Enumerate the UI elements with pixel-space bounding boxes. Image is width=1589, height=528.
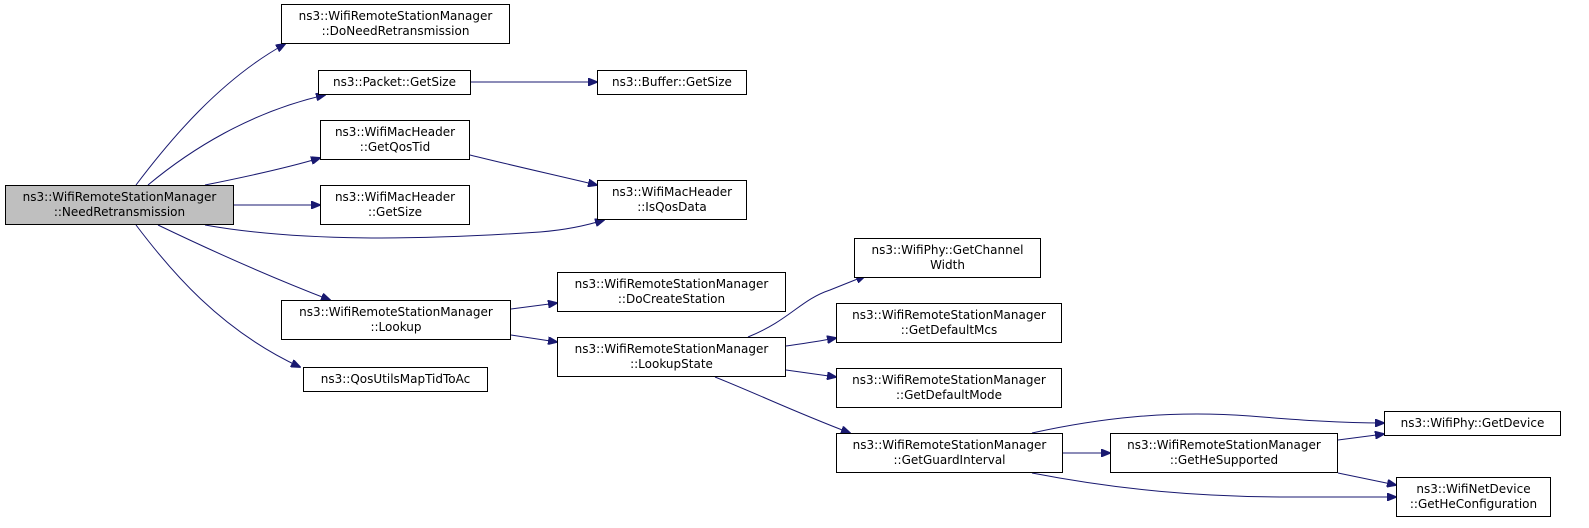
edge-hesupported-to-heconfig <box>1337 472 1396 485</box>
edge-hesupported-to-phy-getdevice <box>1337 434 1384 441</box>
edge-guardinterval-to-phy-getdevice <box>1031 413 1384 434</box>
node-do-need-retransmission[interactable]: ns3::WifiRemoteStationManager ::DoNeedRe… <box>281 4 510 44</box>
node-lookup-state[interactable]: ns3::WifiRemoteStationManager ::LookupSt… <box>557 337 786 377</box>
edge-guardinterval-to-heconfig <box>1031 472 1396 497</box>
edge-needretransmission-to-isqosdata <box>204 220 604 239</box>
node-buffer-getsize-line1: ns3::Buffer::GetSize <box>612 75 732 89</box>
node-macheader-isqosdata[interactable]: ns3::WifiMacHeader ::IsQosData <box>597 180 747 220</box>
node-lookup-line2: ::Lookup <box>370 320 422 334</box>
edge-lookupstate-to-getchannelwidth <box>747 276 865 338</box>
node-macheader-getqostid-line2: ::GetQosTid <box>359 140 431 154</box>
node-lookup[interactable]: ns3::WifiRemoteStationManager ::Lookup <box>281 300 511 340</box>
edge-lookupstate-to-getdefaultmcs <box>785 338 836 347</box>
node-do-create-station-line1: ns3::WifiRemoteStationManager <box>574 277 769 291</box>
edge-lookup-to-lookupstate <box>510 334 557 342</box>
edge-needretransmission-to-getqostid <box>204 158 320 186</box>
node-phy-getchannelwidth[interactable]: ns3::WifiPhy::GetChannel Width <box>854 238 1041 278</box>
edge-needretransmission-to-qosutils <box>135 224 300 367</box>
node-get-default-mode[interactable]: ns3::WifiRemoteStationManager ::GetDefau… <box>836 368 1062 408</box>
edge-needretransmission-to-doneedretransmission <box>135 44 285 186</box>
node-get-default-mcs[interactable]: ns3::WifiRemoteStationManager ::GetDefau… <box>836 303 1062 343</box>
edge-getqostid-to-isqosdata <box>469 154 597 185</box>
node-get-default-mcs-line2: ::GetDefaultMcs <box>900 323 998 337</box>
node-netdevice-getheconfig-line2: ::GetHeConfiguration <box>1409 497 1538 511</box>
node-get-guard-interval-line2: ::GetGuardInterval <box>893 453 1006 467</box>
node-netdevice-getheconfiguration[interactable]: ns3::WifiNetDevice ::GetHeConfiguration <box>1396 477 1551 517</box>
node-need-retransmission-line2: ::NeedRetransmission <box>53 205 186 219</box>
node-macheader-getsize-line1: ns3::WifiMacHeader <box>334 190 456 204</box>
node-get-guard-interval[interactable]: ns3::WifiRemoteStationManager ::GetGuard… <box>836 433 1063 473</box>
node-phy-getchannelwidth-line2: Width <box>930 258 965 272</box>
node-macheader-getqostid-line1: ns3::WifiMacHeader <box>334 125 456 139</box>
node-do-create-station-line2: ::DoCreateStation <box>617 292 726 306</box>
node-packet-getsize[interactable]: ns3::Packet::GetSize <box>318 70 471 95</box>
node-phy-getchannelwidth-line1: ns3::WifiPhy::GetChannel <box>871 243 1024 257</box>
node-macheader-isqosdata-line2: ::IsQosData <box>637 200 707 214</box>
node-macheader-getqostid[interactable]: ns3::WifiMacHeader ::GetQosTid <box>320 120 470 160</box>
node-lookup-line1: ns3::WifiRemoteStationManager <box>299 305 493 319</box>
node-qosutils-line1: ns3::QosUtilsMapTidToAc <box>320 372 471 386</box>
edge-needretransmission-to-lookup <box>157 224 330 300</box>
node-phy-getdevice[interactable]: ns3::WifiPhy::GetDevice <box>1384 411 1561 436</box>
node-get-he-supported-line2: ::GetHeSupported <box>1169 453 1279 467</box>
node-get-he-supported-line1: ns3::WifiRemoteStationManager <box>1127 438 1321 452</box>
node-get-guard-interval-line1: ns3::WifiRemoteStationManager <box>852 438 1047 452</box>
node-get-default-mcs-line1: ns3::WifiRemoteStationManager <box>852 308 1046 322</box>
node-netdevice-getheconfig-line1: ns3::WifiNetDevice <box>1416 482 1531 496</box>
node-macheader-isqosdata-line1: ns3::WifiMacHeader <box>611 185 733 199</box>
node-do-need-retransmission-line2: ::DoNeedRetransmission <box>321 24 470 38</box>
node-need-retransmission-line1: ns3::WifiRemoteStationManager <box>22 190 217 204</box>
edge-lookupstate-to-getdefaultmode <box>785 369 836 377</box>
node-lookup-state-line1: ns3::WifiRemoteStationManager <box>574 342 769 356</box>
node-get-default-mode-line1: ns3::WifiRemoteStationManager <box>852 373 1046 387</box>
node-do-need-retransmission-line1: ns3::WifiRemoteStationManager <box>298 9 493 23</box>
node-macheader-getsize-line2: ::GetSize <box>367 205 423 219</box>
node-get-default-mode-line2: ::GetDefaultMode <box>895 388 1002 402</box>
node-do-create-station[interactable]: ns3::WifiRemoteStationManager ::DoCreate… <box>557 272 786 312</box>
node-buffer-getsize[interactable]: ns3::Buffer::GetSize <box>597 70 747 95</box>
edge-lookup-to-docreatestation <box>510 303 557 310</box>
node-phy-getdevice-line1: ns3::WifiPhy::GetDevice <box>1400 416 1545 430</box>
node-get-he-supported[interactable]: ns3::WifiRemoteStationManager ::GetHeSup… <box>1110 433 1338 473</box>
node-lookup-state-line2: ::LookupState <box>630 357 713 371</box>
node-need-retransmission: ns3::WifiRemoteStationManager ::NeedRetr… <box>5 185 234 225</box>
node-packet-getsize-line1: ns3::Packet::GetSize <box>333 75 456 89</box>
edge-needretransmission-to-packet-getsize <box>147 95 325 186</box>
node-qosutils-maptidtoac[interactable]: ns3::QosUtilsMapTidToAc <box>303 367 488 392</box>
edge-lookupstate-to-getguardinterval <box>714 376 850 433</box>
node-macheader-getsize[interactable]: ns3::WifiMacHeader ::GetSize <box>320 185 470 225</box>
